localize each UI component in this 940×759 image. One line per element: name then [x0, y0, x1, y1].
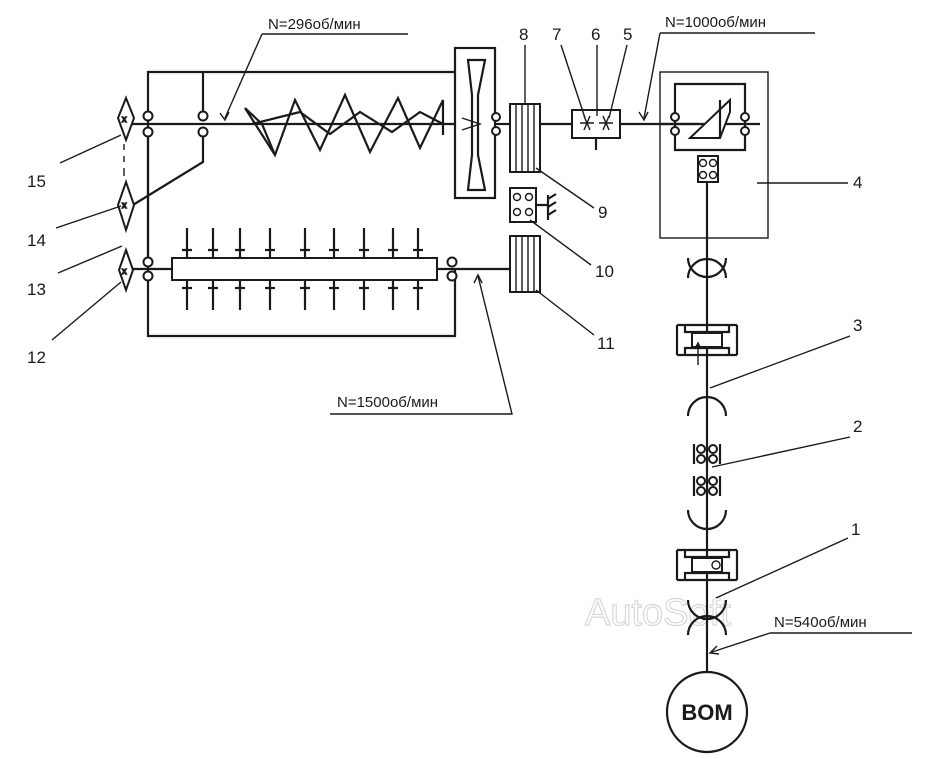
sprocket-12: [117, 246, 135, 294]
callout-5: 5: [608, 25, 632, 119]
safety-clutch: [540, 109, 700, 150]
callout-9: 9: [535, 167, 607, 222]
svg-text:N=540об/мин: N=540об/мин: [774, 614, 867, 631]
callout-10: 10: [529, 219, 614, 281]
gearbox-4: [659, 71, 769, 239]
callout-3: 3: [709, 316, 862, 389]
screw-shaft: [128, 92, 510, 158]
u-joint: [686, 395, 728, 417]
hammer-lower: [235, 280, 245, 310]
rotor-hammers: [182, 228, 423, 310]
svg-text:4: 4: [853, 173, 862, 192]
hammer-upper: [265, 228, 275, 258]
callout-14: 14: [27, 205, 122, 250]
callout-15: 15: [27, 134, 122, 191]
hammer-upper: [329, 228, 339, 258]
hammer-upper: [359, 228, 369, 258]
overload-clutch: [675, 548, 739, 582]
callout-4: 4: [757, 173, 862, 192]
hammer-lower: [300, 280, 310, 310]
sprocket-15: [116, 95, 136, 143]
bearing: [196, 110, 210, 138]
support-bearing: [692, 444, 722, 464]
hammer-upper: [388, 228, 398, 258]
svg-text:x: x: [122, 200, 127, 210]
cardan-driveline: [675, 182, 739, 672]
pto-shaft: BOM: [665, 670, 749, 754]
svg-text:5: 5: [623, 25, 632, 44]
svg-text:9: 9: [598, 203, 607, 222]
u-joint: [686, 599, 728, 621]
hammer-lower: [359, 280, 369, 310]
svg-text:14: 14: [27, 231, 46, 250]
callout-7: 7: [552, 25, 586, 119]
hammer-lower: [388, 280, 398, 310]
pulley-8: [509, 103, 541, 173]
u-joint: [686, 614, 728, 636]
rotor-shaft: [128, 228, 510, 310]
fan-housing: [453, 46, 497, 200]
hammer-lower: [413, 280, 423, 310]
left-frame: [127, 70, 457, 338]
callout-12: 12: [27, 281, 122, 367]
bearing: [670, 112, 680, 136]
speed-label-gearbox: N=1000об/мин: [638, 14, 815, 122]
hammer-upper: [300, 228, 310, 258]
hammer-upper: [413, 228, 423, 258]
svg-text:N=1500об/мин: N=1500об/мин: [337, 394, 438, 411]
svg-text:10: 10: [595, 262, 614, 281]
speed-label-pto: N=540об/мин: [708, 614, 912, 655]
bearing: [740, 112, 750, 136]
svg-text:13: 13: [27, 280, 46, 299]
svg-text:7: 7: [552, 25, 561, 44]
u-joint: [686, 257, 728, 279]
svg-text:12: 12: [27, 348, 46, 367]
svg-text:3: 3: [853, 316, 862, 335]
hammer-upper: [235, 228, 245, 258]
callout-1: 1: [715, 520, 860, 599]
svg-text:15: 15: [27, 172, 46, 191]
hammer-upper: [182, 228, 192, 258]
speed-label-screw: N=296об/мин: [219, 16, 408, 122]
callout-13: 13: [27, 245, 123, 299]
hammer-lower: [329, 280, 339, 310]
telescopic-coupling: [675, 323, 739, 365]
callout-11: 11: [535, 289, 615, 353]
svg-text:8: 8: [519, 25, 528, 44]
svg-text:2: 2: [853, 417, 862, 436]
tensioner-10: [509, 187, 557, 223]
u-joint: [686, 257, 728, 279]
pulley-11: [509, 235, 541, 293]
pto-label: BOM: [681, 700, 732, 725]
bearing: [142, 256, 154, 282]
chain-drive: x x x: [116, 95, 136, 294]
sprocket-14: [116, 178, 136, 234]
hammer-lower: [265, 280, 275, 310]
svg-text:11: 11: [597, 334, 615, 353]
callout-8: 8: [519, 25, 528, 104]
hammer-lower: [182, 280, 192, 310]
svg-text:N=296об/мин: N=296об/мин: [268, 16, 361, 33]
bearing: [446, 256, 458, 282]
callout-2: 2: [711, 417, 862, 468]
svg-text:x: x: [122, 266, 127, 276]
watermark: AutoSoft: [585, 592, 731, 634]
svg-text:1: 1: [851, 520, 860, 539]
bearing: [491, 112, 501, 136]
speed-label-rotor: N=1500об/мин: [330, 273, 513, 415]
svg-text:N=1000об/мин: N=1000об/мин: [665, 14, 766, 31]
support-bearing: [692, 476, 722, 496]
hammer-upper: [208, 228, 218, 258]
u-joint: [686, 509, 728, 531]
callout-6: 6: [591, 25, 600, 116]
bearings-upper: [141, 110, 501, 138]
svg-text:x: x: [122, 114, 127, 124]
bearing: [141, 110, 155, 138]
svg-text:6: 6: [591, 25, 600, 44]
hammer-lower: [208, 280, 218, 310]
